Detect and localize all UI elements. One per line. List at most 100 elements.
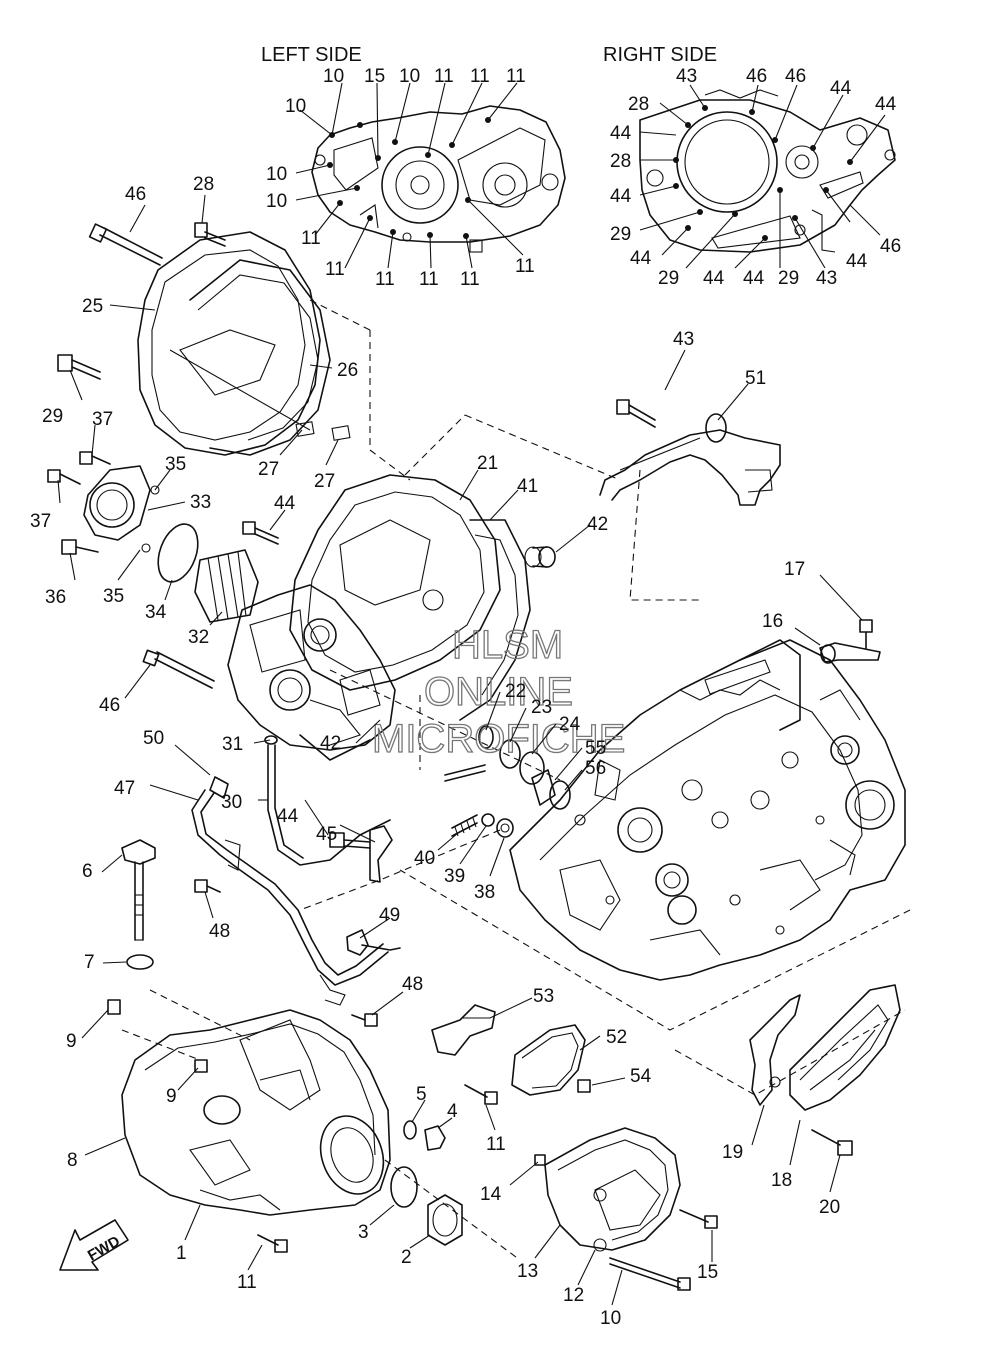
callout-label: 45 (316, 824, 337, 845)
callout-label: 37 (92, 409, 113, 430)
callout-label: 11 (301, 228, 321, 249)
callout-label: 21 (477, 453, 498, 474)
callout-label: 46 (99, 695, 120, 716)
bolt-20 (811, 1129, 853, 1156)
callout-label: 46 (880, 236, 901, 257)
bolts-37-36 (47, 451, 111, 555)
callout-label: 10 (285, 96, 306, 117)
callout-label: 11 (419, 269, 439, 290)
callout-label: 44 (875, 94, 897, 115)
sprocket-cover-18 (789, 984, 901, 1111)
bolt-29 (57, 354, 101, 380)
callout-label: 43 (676, 66, 697, 87)
left-side-inset (295, 82, 566, 269)
crankcase-cover-21 (289, 474, 531, 721)
clutch-cover-25 (137, 231, 411, 481)
oil-filter-cover-33 (83, 465, 160, 553)
callout-label: 42 (587, 514, 608, 535)
oil-filter-32 (194, 549, 259, 623)
dash-sprocket-frame (674, 1009, 906, 1096)
callout-label: 11 (470, 66, 490, 87)
callout-label: 44 (610, 123, 632, 144)
bolt-11-mid (464, 1084, 498, 1105)
callout-label: 10 (600, 1308, 621, 1329)
callout-label: 10 (266, 191, 287, 212)
callout-label: 32 (188, 627, 209, 648)
callout-label: 11 (460, 269, 480, 290)
callout-label: 19 (722, 1142, 743, 1163)
callout-label: 6 (82, 861, 93, 882)
callout-label: 47 (114, 778, 135, 799)
bracket-53 (431, 1004, 496, 1056)
callout-label: 11 (434, 66, 454, 87)
cover-12-13 (534, 1127, 681, 1252)
callout-label: 28 (628, 94, 649, 115)
callout-label: 43 (673, 329, 694, 350)
bolt-46-top (88, 223, 163, 266)
callout-label: 11 (486, 1134, 506, 1155)
callout-label: 44 (743, 268, 765, 289)
callout-label: 11 (515, 256, 535, 277)
callout-label: 13 (517, 1261, 538, 1282)
callout-label: 29 (610, 224, 631, 245)
bolt-48-bottom (351, 1013, 378, 1027)
callout-label: 1 (176, 1243, 187, 1264)
callout-label: 27 (314, 471, 335, 492)
callout-label: 4 (447, 1101, 458, 1122)
callout-label: 26 (337, 360, 358, 381)
fwd-arrow (59, 1219, 129, 1271)
callout-label: 10 (399, 66, 420, 87)
crankcase-left (227, 584, 396, 761)
dash-dowel (121, 1029, 201, 1061)
callout-label: 29 (778, 268, 799, 289)
callout-label: 9 (66, 1031, 77, 1052)
callout-label: 11 (325, 259, 345, 280)
callout-label: 11 (375, 269, 395, 290)
callout-label: 38 (474, 882, 495, 903)
callout-label: 24 (559, 714, 581, 735)
callout-label: 48 (209, 921, 230, 942)
callout-label: 44 (610, 186, 632, 207)
oil-pipe-47 (191, 776, 389, 1006)
callout-label: 39 (444, 866, 465, 887)
callout-label: 34 (145, 602, 167, 623)
bolt-43 (616, 399, 656, 428)
callout-label: 11 (506, 66, 526, 87)
callout-label: 17 (784, 559, 805, 580)
callout-label: 25 (82, 296, 103, 317)
callout-label: 14 (480, 1184, 502, 1205)
seal-parts (444, 725, 571, 810)
dash-frame-left (404, 414, 466, 476)
dash-frame-bottom (399, 869, 911, 1031)
callout-label: 46 (746, 66, 767, 87)
callout-label: 35 (103, 586, 124, 607)
callout-label: 51 (745, 368, 766, 389)
callout-label: 50 (143, 728, 164, 749)
guide-19 (749, 994, 801, 1106)
callout-label: 56 (585, 758, 606, 779)
part-labels: 10 15 10 11 11 11 10 10 10 11 11 11 11 1… (30, 66, 901, 1329)
banjo-45 (329, 825, 393, 883)
watermark-line-2: ONLINE (424, 670, 573, 714)
callout-label: 37 (30, 511, 51, 532)
callout-label: 44 (703, 268, 725, 289)
callout-label: 44 (846, 251, 868, 272)
callout-label: 15 (697, 1262, 718, 1283)
cover-52 (511, 1024, 591, 1096)
callout-label: 41 (517, 476, 538, 497)
bolt-46-mid (142, 649, 215, 689)
callout-label: 2 (401, 1247, 412, 1268)
dash-frame-top (464, 414, 621, 481)
dash-axis-1 (329, 669, 561, 781)
watermark-line-1: HLSM (452, 623, 563, 667)
callout-label: 44 (277, 806, 299, 827)
callout-label: 49 (379, 905, 400, 926)
callout-label: 20 (819, 1197, 840, 1218)
bolt-48-top (194, 879, 221, 893)
clip-49 (346, 929, 401, 956)
crankcase-cover-8 (107, 999, 391, 1216)
callout-label: 30 (221, 792, 242, 813)
callout-label: 29 (658, 268, 679, 289)
